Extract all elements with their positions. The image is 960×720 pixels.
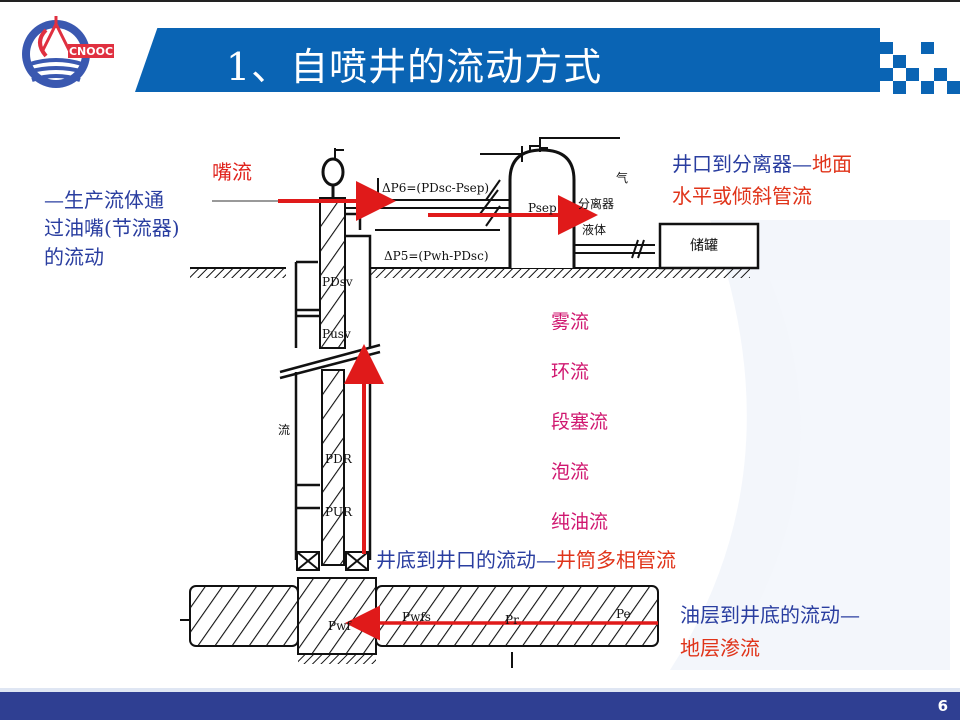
label-p-r: Pr: [505, 613, 519, 627]
decor-square: [893, 55, 906, 68]
decor-square: [893, 81, 906, 94]
decor-square: [947, 81, 960, 94]
page-number: 6: [937, 697, 948, 715]
label-tank: 储罐: [690, 238, 718, 254]
footer-bar: [0, 692, 960, 720]
decor-square: [921, 42, 934, 54]
wellhead-to-separator-label: 井口到分离器—地面: [672, 150, 852, 178]
packer: [296, 551, 369, 571]
footer-divider: [0, 688, 960, 692]
decor-square: [934, 68, 947, 81]
flow-arrows: [278, 181, 658, 641]
flow-pattern-pure-oil: 纯油流: [551, 511, 609, 533]
label-p-wfs: Pwfs: [402, 610, 431, 624]
label-p-e: Pe: [616, 607, 631, 621]
label-separator: 分离器: [578, 197, 615, 211]
cnooc-logo-icon: CNOOC: [22, 16, 114, 88]
title-bar: [135, 28, 880, 92]
decor-square: [880, 68, 893, 81]
reservoir-label-red: 地层渗流: [680, 636, 760, 660]
flow-pattern-annular: 环流: [551, 361, 590, 383]
flow-pattern-bubble: 泡流: [551, 461, 590, 483]
background-watermark: [670, 220, 950, 670]
label-delta-p6: ΔP6=(PDsc-Psep): [382, 181, 490, 195]
page-title: 1、自喷井的流动方式: [226, 45, 603, 89]
label-flow-char: 流: [278, 423, 291, 437]
decor-square: [921, 81, 934, 94]
decor-square: [880, 42, 893, 54]
wellhead-to-separator-red1: 地面: [812, 152, 852, 176]
label-p-dsv: PDsv: [322, 275, 353, 289]
bottom-to-head-label: 井底到井口的流动—井筒多相管流: [376, 546, 676, 574]
flow-pattern-slug: 段塞流: [551, 411, 609, 433]
label-p-wf: Pwf: [328, 619, 351, 633]
label-delta-p5: ΔP5=(Pwh-PDsc): [384, 249, 489, 263]
wellhead-valve: [321, 148, 345, 198]
nozzle-desc-line-2: 过油嘴(节流器): [44, 216, 180, 240]
logo-text: CNOOC: [69, 45, 113, 58]
nozzle-flow-label: 嘴流: [212, 160, 252, 184]
reservoir-layer: [180, 577, 659, 668]
label-liquid: 液体: [582, 223, 607, 237]
nozzle-desc-line-1: —生产流体通: [44, 188, 164, 212]
wellhead-to-separator-red2: 水平或倾斜管流: [672, 184, 812, 208]
label-p-ur: PUR: [325, 505, 353, 519]
label-p-dr: PDR: [325, 452, 352, 466]
nozzle-desc-line-3: 的流动: [44, 245, 104, 269]
tubing-column: [319, 197, 346, 566]
decor-square: [906, 68, 919, 81]
bottom-to-head-blue: 井底到井口的流动—: [376, 548, 556, 572]
top-border: [0, 0, 960, 2]
label-p-usv: Pusv: [322, 327, 351, 341]
wellhead-to-separator-blue: 井口到分离器—: [672, 152, 812, 176]
reservoir-label-blue: 油层到井底的流动—: [680, 603, 860, 627]
bottom-to-head-red: 井筒多相管流: [556, 548, 676, 572]
separator: [480, 137, 655, 268]
label-gas: 气: [616, 171, 629, 185]
storage-tank: [658, 222, 760, 270]
label-p-sep: Psep: [528, 201, 557, 215]
flow-pattern-mist: 雾流: [551, 311, 590, 333]
